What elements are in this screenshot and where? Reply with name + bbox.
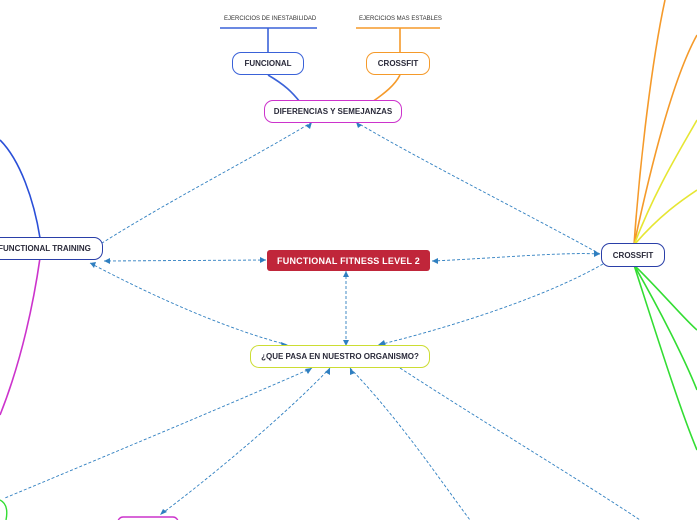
branch-right-yellow-1 — [633, 119, 697, 246]
arrowhead — [343, 271, 349, 277]
branch-funcional-to-diff — [267, 74, 301, 103]
bottom-left-node-partial — [0, 499, 8, 520]
topic-crossfit-label: CROSSFIT — [612, 250, 654, 260]
connector-central-functional — [103, 259, 267, 262]
connector-functional-organism — [89, 262, 289, 346]
topic-functional-training[interactable]: FUNCTIONAL TRAINING — [0, 237, 103, 260]
branch-right-green-3 — [633, 264, 697, 451]
subtopic-funcional-label: FUNCIONAL — [244, 59, 292, 68]
leaf-estables: EJERCICIOS MAS ESTABLES — [359, 16, 442, 22]
arrowhead — [432, 258, 438, 264]
connector-diff-functional — [75, 121, 313, 261]
subtopic-funcional[interactable]: FUNCIONAL — [232, 52, 304, 75]
arrowhead — [305, 368, 312, 374]
connector-central-crossfit — [431, 253, 601, 262]
topic-organism[interactable]: ¿QUE PASA EN NUESTRO ORGANISMO? — [250, 345, 430, 368]
topic-crossfit[interactable]: CROSSFIT — [601, 243, 665, 267]
branch-right-green-2 — [633, 264, 697, 391]
branch-right-green-1 — [633, 264, 697, 331]
connector-organism-bottom-mid — [159, 367, 331, 516]
branch-crossfit-to-diff — [371, 74, 401, 103]
leaf-inestabilidad: EJERCICIOS DE INESTABILIDAD — [224, 16, 317, 22]
branch-right-yellow-2 — [633, 189, 697, 246]
topic-differences-label: DIFERENCIAS Y SEMEJANZAS — [273, 107, 393, 116]
branch-right-orange-1 — [633, 0, 666, 246]
arrowhead — [104, 258, 110, 264]
topic-functional-training-label: FUNCTIONAL TRAINING — [0, 244, 91, 253]
topic-differences[interactable]: DIFERENCIAS Y SEMEJANZAS — [264, 100, 402, 123]
arrowhead — [160, 509, 167, 515]
arrowhead — [594, 250, 600, 257]
arrowhead — [378, 340, 386, 346]
arrowhead — [260, 257, 266, 263]
subtopic-crossfit[interactable]: CROSSFIT — [366, 52, 430, 75]
connector-crossfit-organism — [377, 263, 604, 346]
subtopic-crossfit-label: CROSSFIT — [377, 59, 419, 68]
arrowhead — [350, 368, 355, 375]
arrowhead — [306, 122, 312, 129]
topic-organism-label: ¿QUE PASA EN NUESTRO ORGANISMO? — [261, 352, 419, 361]
central-topic[interactable]: FUNCTIONAL FITNESS LEVEL 2 — [267, 250, 430, 271]
arrowhead — [343, 340, 349, 346]
connector-organism-bottom-right — [349, 367, 471, 520]
connector-organism-bottom-far-right — [399, 367, 641, 520]
branch-right-orange-2 — [633, 34, 697, 246]
central-topic-label: FUNCTIONAL FITNESS LEVEL 2 — [277, 255, 420, 266]
branch-functional-magenta — [0, 257, 41, 416]
connector-diff-crossfit — [355, 121, 601, 255]
connector-organism-bottom-left — [4, 367, 313, 499]
branch-functional-blue — [0, 139, 41, 239]
bottom-mid-node-partial — [117, 516, 179, 520]
arrowhead — [325, 368, 330, 375]
arrowhead — [90, 262, 96, 268]
arrowhead — [356, 122, 362, 128]
